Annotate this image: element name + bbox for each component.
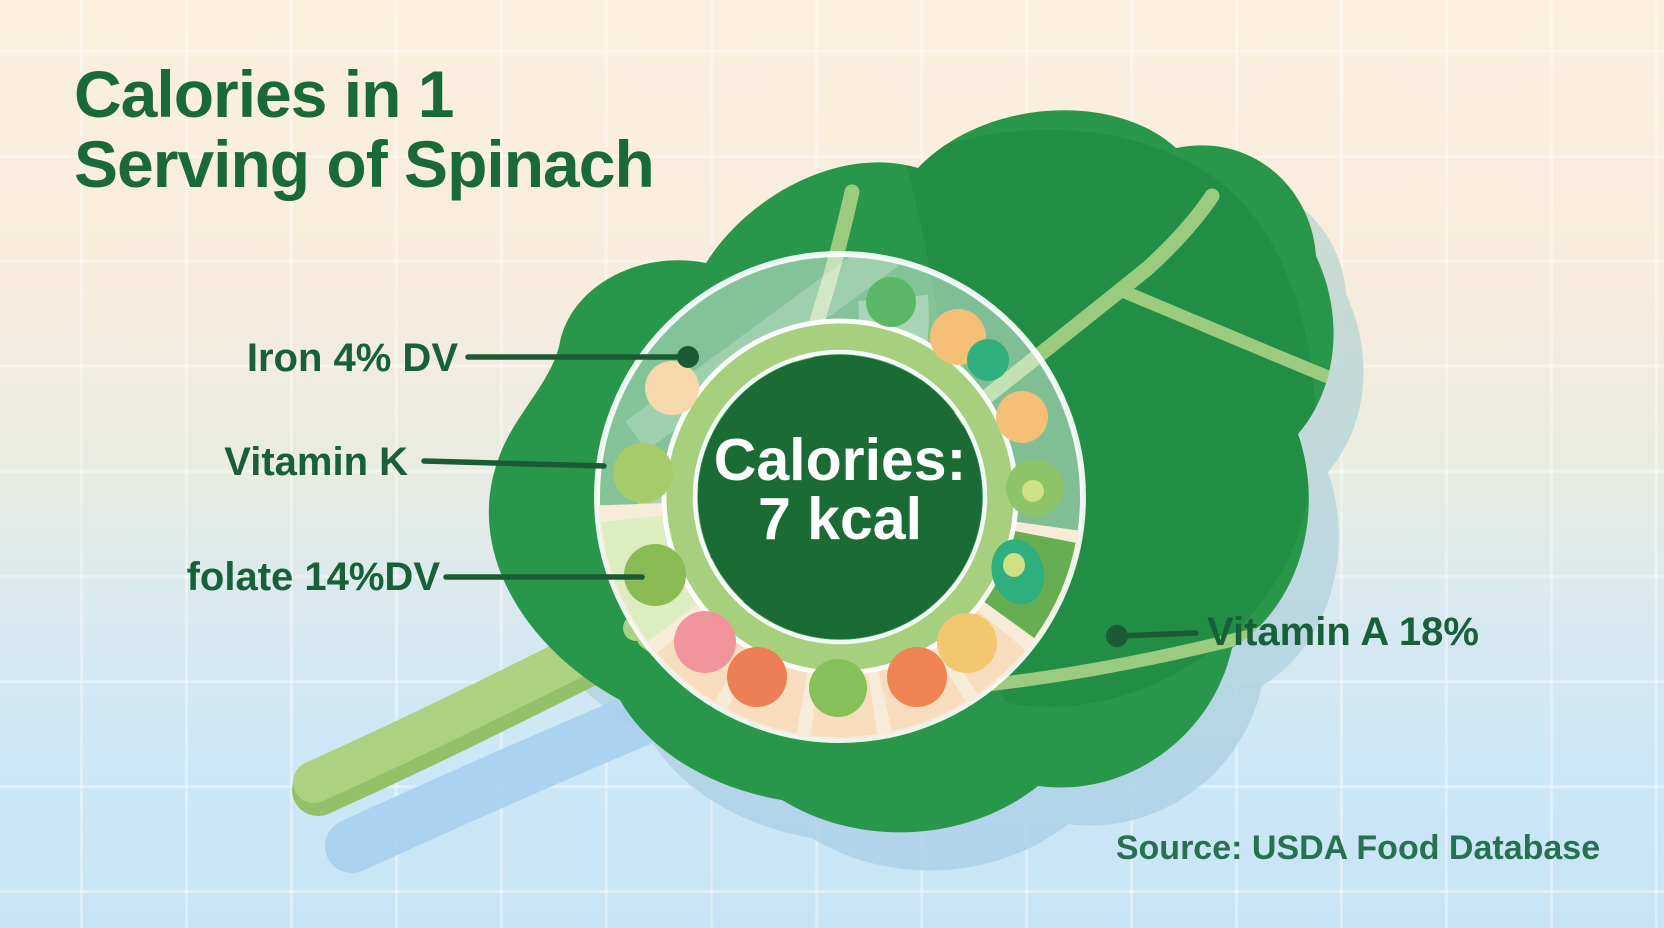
dot-orange-right xyxy=(996,391,1048,443)
nutrient-ring xyxy=(594,251,1086,743)
dot-green-bottom xyxy=(809,659,867,717)
source-attribution: Source: USDA Food Database xyxy=(1115,829,1601,867)
leader-lines xyxy=(421,346,1199,647)
dot-green-right-center xyxy=(1022,480,1044,502)
ring-dots xyxy=(613,277,1064,717)
inner-band-inner-rim xyxy=(692,349,988,645)
inner-band xyxy=(665,322,1015,672)
label-iron: Iron 4% DV xyxy=(246,336,458,380)
dot-green-top-right xyxy=(866,277,916,327)
dot-red-orange-bottom xyxy=(727,647,787,707)
calorie-badge-label: Calories: xyxy=(713,427,967,493)
vein-right-branch xyxy=(1113,283,1334,431)
dot-yellow-green-left xyxy=(613,443,673,503)
dot-peach-upper-left xyxy=(645,361,699,415)
calorie-center-circle xyxy=(698,355,982,639)
dot-folate-green xyxy=(624,544,686,606)
title-line-1: Calories in 1 xyxy=(74,57,454,131)
dot-teal-oval-center xyxy=(1003,553,1025,577)
label-vitamin-a: Vitamin A 18% xyxy=(1207,610,1479,654)
title-line-2: Serving of Spinach xyxy=(74,127,655,201)
label-folate: folate 14%DV xyxy=(186,555,440,599)
dot-teal-upper-right xyxy=(967,339,1009,381)
page-title: Calories in 1 Serving of Spinach xyxy=(74,57,655,201)
leader-dot-iron xyxy=(677,346,699,368)
dot-yellow-bottom xyxy=(937,613,997,673)
calorie-badge-value: 7 kcal xyxy=(757,486,923,552)
ring-outer-rim xyxy=(594,251,1086,743)
leader-line-vitamin-k xyxy=(421,458,607,469)
label-vitamin-k: Vitamin K xyxy=(224,440,408,484)
leader-line-vitamin-a xyxy=(1114,630,1199,639)
dot-pink-bottom xyxy=(674,611,736,673)
dot-orange-bottom xyxy=(887,647,947,707)
